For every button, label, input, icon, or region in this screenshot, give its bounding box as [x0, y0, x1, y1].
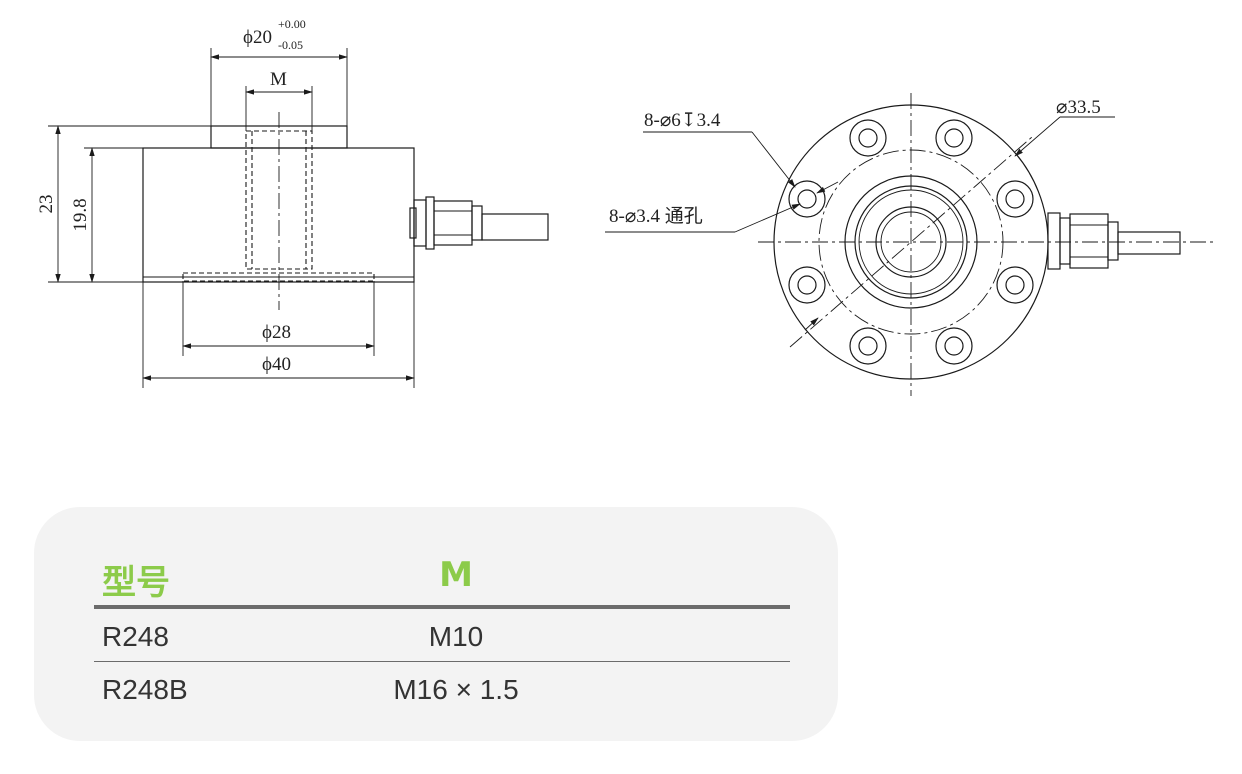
bolt-holes — [788, 119, 1034, 365]
header-model: 型号 — [102, 563, 170, 603]
cell-model: R248B — [102, 674, 188, 705]
spec-table-card: 型号 M R248 M10 R248B M16 × 1.5 — [34, 507, 838, 741]
table-row: R248 M10 — [94, 609, 790, 662]
side-view: ϕ20 +0.00 -0.05 M 23 19.8 ϕ28 ϕ40 — [36, 17, 549, 388]
header-thread: M — [439, 555, 473, 595]
main-body — [142, 147, 415, 283]
cable-gland-top — [1047, 212, 1181, 270]
dim-thread: M — [270, 69, 287, 90]
cable-gland — [409, 196, 549, 250]
dim-top-tolerance-upper: +0.00 — [278, 17, 306, 31]
dim-height-body: 19.8 — [70, 198, 91, 231]
dim-body-diameter: ϕ40 — [262, 354, 291, 375]
dim-top-diameter: ϕ20 — [243, 27, 272, 48]
table-row: R248B M16 × 1.5 — [94, 662, 790, 714]
label-through-hole: 8-⌀3.4 通孔 — [609, 205, 703, 227]
cell-model: R248 — [102, 621, 169, 652]
cell-thread: M10 — [428, 621, 484, 652]
technical-drawing: ϕ20 +0.00 -0.05 M 23 19.8 ϕ28 ϕ40 — [36, 17, 1214, 396]
top-view: 8-⌀6↧3.4 8-⌀3.4 通孔 ⌀33.5 — [605, 93, 1214, 396]
label-bolt-circle: ⌀33.5 — [1056, 97, 1101, 118]
cell-thread: M16 × 1.5 — [393, 674, 519, 705]
bottom-recess-hidden — [182, 272, 375, 282]
dim-height-total: 23 — [36, 195, 57, 214]
table-header-row: 型号 M — [94, 547, 790, 609]
label-counterbore: 8-⌀6↧3.4 — [644, 110, 721, 131]
dim-top-tolerance-lower: -0.05 — [278, 38, 303, 52]
dim-bottom-diameter: ϕ28 — [262, 322, 291, 343]
spec-table: 型号 M R248 M10 R248B M16 × 1.5 — [94, 547, 790, 714]
